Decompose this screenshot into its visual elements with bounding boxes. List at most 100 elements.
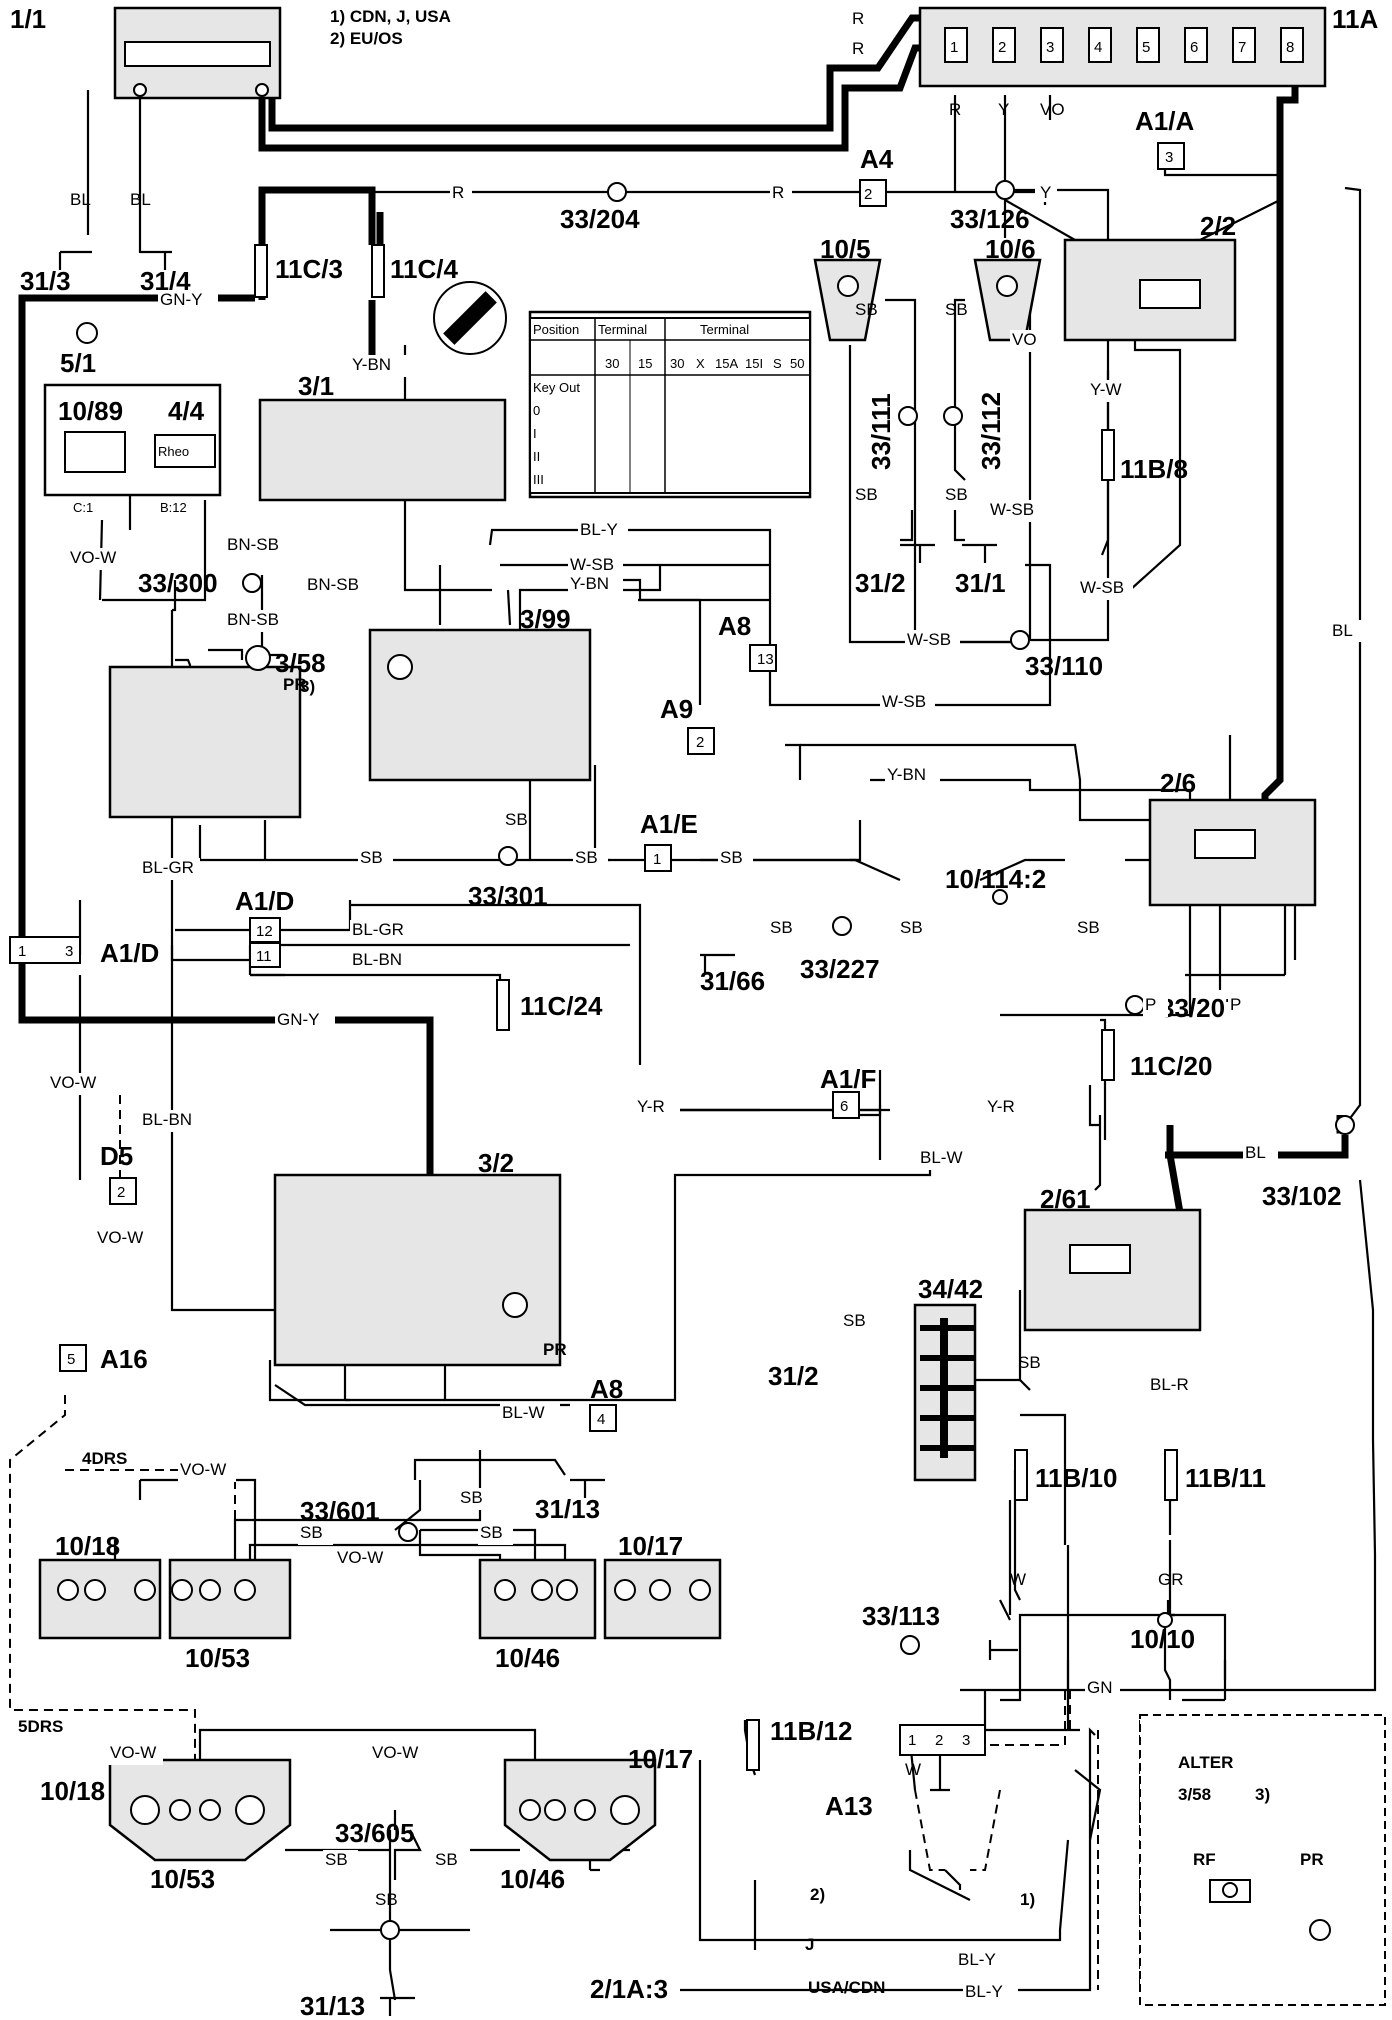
label-31-66: 31/66	[700, 966, 765, 996]
wire-vo-1: VO	[1040, 100, 1065, 119]
label-10-53a: 10/53	[185, 1643, 250, 1673]
wire-color-labels: R R R Y VO BL BL R R Y GN-Y Y-BN VO-W BN…	[48, 8, 1363, 2004]
label-10-6: 10/6	[985, 234, 1036, 264]
pin-a8b: 4	[597, 1411, 605, 1428]
thick-wires	[18, 14, 1349, 1271]
label-a1-d-top: A1/D	[235, 886, 294, 916]
label-a1-d-left: A1/D	[100, 938, 159, 968]
wire-sb-13: SB	[1018, 1353, 1041, 1372]
note-3-alt: 3)	[1255, 1785, 1270, 1804]
wire-sb-8: SB	[720, 848, 743, 867]
pin-a13-1: 1	[908, 1732, 916, 1749]
pin-a13-3: 3	[962, 1732, 970, 1749]
label-10-18a: 10/18	[55, 1531, 120, 1561]
wire-bl-y-1: BL-Y	[580, 520, 618, 539]
wire-vo-w-5: VO-W	[337, 1548, 383, 1567]
label-a1-f: A1/F	[820, 1064, 876, 1094]
label-31-13a: 31/13	[535, 1494, 600, 1524]
wire-w-sb-1: W-SB	[570, 555, 614, 574]
label-4drs: 4DRS	[82, 1449, 127, 1468]
label-3-99: 3/99	[520, 604, 571, 634]
wire-vo-w-2: VO-W	[50, 1073, 96, 1092]
table-col-a-30: 30	[605, 356, 619, 371]
label-10-18b: 10/18	[40, 1776, 105, 1806]
terminal-10-114	[992, 889, 1008, 905]
label-d5: D5	[100, 1141, 133, 1171]
wire-bl-y-2: BL-Y	[958, 1950, 996, 1969]
pin-a16: 5	[67, 1351, 75, 1368]
wire-vo-2: VO	[1012, 330, 1037, 349]
label-11b-8: 11B/8	[1120, 454, 1188, 484]
connector-squares	[9, 142, 1185, 1756]
label-10-53b: 10/53	[150, 1864, 215, 1894]
wire-gn-y-1: GN-Y	[160, 290, 203, 309]
label-33-110: 33/110	[1025, 651, 1103, 681]
label-33-204: 33/204	[560, 204, 640, 234]
pin-d5: 2	[117, 1184, 125, 1201]
wire-sb-10: SB	[900, 918, 923, 937]
note-1-a13: 1)	[1020, 1890, 1035, 1909]
component-labels: 1/1 11A 31/3 31/4 11C/3 11C/4 33/204 A4 …	[10, 4, 1378, 2020]
label-33-301: 33/301	[468, 881, 548, 911]
pin-c1: C:1	[73, 500, 93, 515]
lamp-bulbs	[57, 275, 1331, 1997]
table-terminal-header-a: Terminal	[598, 322, 647, 337]
wire-y-1: Y	[998, 100, 1009, 119]
vertical-labels: 33/111 33/112	[866, 392, 1006, 470]
fuse-pin-6: 6	[1190, 39, 1198, 56]
wire-sb-9: SB	[770, 918, 793, 937]
label-11b-12: 11B/12	[770, 1716, 852, 1746]
fuse-pin-8: 8	[1286, 39, 1294, 56]
label-1-1: 1/1	[10, 4, 46, 34]
terminal-10-10	[1157, 1612, 1173, 1628]
pin-b12: B:12	[160, 500, 187, 515]
notes: 1) CDN, J, USA 2) EU/OS	[330, 7, 451, 48]
wire-w-sb-3: W-SB	[990, 500, 1034, 519]
wire-bl-4: BL	[1245, 1143, 1266, 1162]
label-31-2a: 31/2	[855, 568, 906, 598]
wire-p-1: P	[1145, 995, 1156, 1014]
relay-symbols	[1069, 279, 1256, 1903]
wire-r-1: R	[852, 9, 864, 28]
wire-gn-1: GN	[1087, 1678, 1113, 1697]
label-10-46b: 10/46	[500, 1864, 565, 1894]
component-boxes	[43, 238, 1385, 2005]
pin-numbers: 2 3 13 2 1 12 11 1 3 6 2 5 4 1 2 3 C:1 B…	[18, 149, 1324, 1997]
wire-bl-1: BL	[70, 190, 91, 209]
wire-sb-2: SB	[855, 485, 878, 504]
lamp-housings	[38, 258, 1042, 1862]
wire-vo-w-1: VO-W	[70, 548, 116, 567]
pin-a1d-12: 12	[256, 923, 273, 940]
label-31-13b: 31/13	[300, 1991, 365, 2020]
pr-alt: PR	[1300, 1850, 1324, 1869]
note-3: 3)	[300, 677, 315, 696]
fuses	[254, 244, 1178, 1771]
table-terminal-header-b: Terminal	[700, 322, 749, 337]
fuse-pin-7: 7	[1238, 39, 1246, 56]
pin-a1d-3: 3	[65, 943, 73, 960]
wire-sb-1: SB	[855, 300, 878, 319]
wire-sb-15: SB	[300, 1523, 323, 1542]
label-a1-e: A1/E	[640, 809, 698, 839]
label-11c-4: 11C/4	[390, 254, 458, 284]
wire-y-bn-3: Y-BN	[887, 765, 926, 784]
wire-sb-12: SB	[843, 1311, 866, 1330]
wire-w-2: W	[905, 1760, 921, 1779]
label-10-17a: 10/17	[618, 1531, 683, 1561]
table-row-0: 0	[533, 403, 540, 418]
wire-bl-gr-1: BL-GR	[142, 858, 194, 877]
label-5-1: 5/1	[60, 348, 96, 378]
table-col-b-30: 30	[670, 356, 684, 371]
wire-gr-1: GR	[1158, 1570, 1184, 1589]
pin-a1e: 1	[653, 851, 661, 868]
wire-y-bn-1: Y-BN	[352, 355, 391, 374]
wire-bl-r-1: BL-R	[1150, 1375, 1189, 1394]
label-33-300: 33/300	[138, 568, 218, 598]
fuse-pin-4: 4	[1094, 39, 1102, 56]
table-col-b-15a: 15A	[715, 356, 738, 371]
table-col-b-x: X	[696, 356, 705, 371]
label-31-2b: 31/2	[768, 1361, 819, 1391]
wire-sb-3: SB	[945, 300, 968, 319]
label-33-113: 33/113	[862, 1601, 940, 1631]
label-31-1: 31/1	[955, 568, 1006, 598]
